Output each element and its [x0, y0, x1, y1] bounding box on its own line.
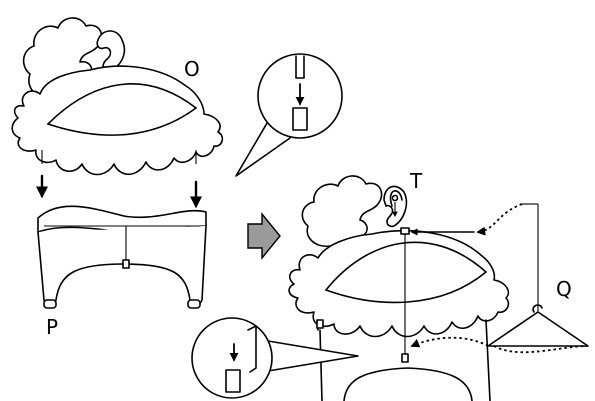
detail-pin [295, 55, 305, 79]
detail-callout-bottom [191, 317, 359, 399]
shell-frills [11, 65, 224, 176]
callout-tail [235, 117, 291, 177]
stand-clip [122, 259, 130, 269]
stand-clip-left [316, 319, 324, 329]
dotted-string-lower [412, 336, 589, 352]
callout-tail-2 [261, 339, 359, 373]
seaweed-right [96, 30, 126, 72]
rod-top-clip [400, 227, 410, 235]
label-q: Q [556, 277, 572, 301]
assembled-turtle [288, 175, 510, 401]
label-t: T [409, 169, 423, 193]
shell-bottom-2 [325, 271, 487, 304]
detail-socket-2 [225, 369, 241, 393]
seaweed-left-2 [301, 175, 383, 248]
shell-bottom [47, 107, 197, 136]
dotted-string-upper [476, 203, 523, 236]
label-p: P [46, 315, 58, 339]
stand-foot-right [187, 299, 201, 309]
hanger-hook [532, 304, 543, 313]
label-o: O [184, 57, 200, 81]
shell-top [47, 83, 197, 125]
part-p-stand [37, 205, 207, 309]
stand-body [37, 225, 207, 306]
step-arrow [247, 212, 281, 260]
shell-top-2 [325, 241, 487, 291]
rod-bottom-clip [401, 353, 409, 363]
hanger-body [487, 311, 589, 347]
tag-t-hole [391, 194, 399, 202]
detail-callout-top [235, 53, 343, 177]
part-o-turtle [11, 17, 224, 176]
tag-t [389, 190, 403, 207]
detail-socket [292, 107, 308, 131]
detail-wire-hook [247, 325, 257, 373]
shell-frills-2 [288, 229, 510, 338]
hanger-q [412, 203, 589, 352]
stand-foot-left [43, 299, 57, 309]
